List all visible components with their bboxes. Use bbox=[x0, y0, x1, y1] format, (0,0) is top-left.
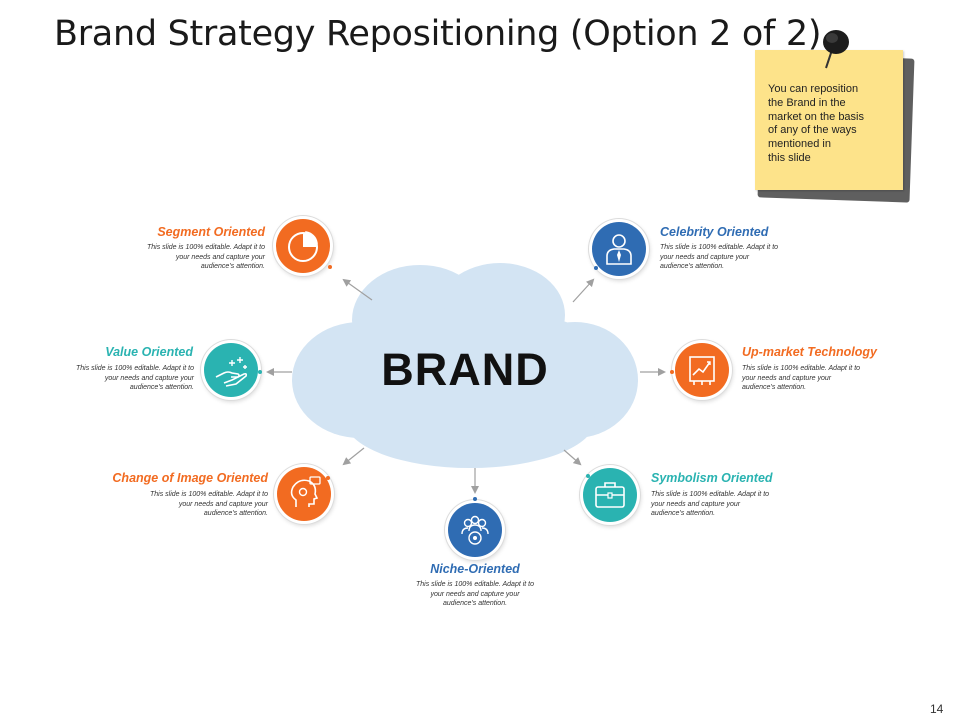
niche-dot bbox=[473, 497, 477, 501]
niche-desc: This slide is 100% editable. Adapt it to… bbox=[415, 581, 535, 607]
upmarket-desc: This slide is 100% editable. Adapt it to… bbox=[742, 365, 861, 391]
target-group-icon bbox=[461, 515, 489, 545]
segment-desc: This slide is 100% editable. Adapt it to… bbox=[146, 244, 265, 270]
upmarket-label: Up-market Technology bbox=[742, 345, 877, 359]
change-label: Change of Image Oriented bbox=[112, 471, 268, 485]
head-gears-icon bbox=[290, 476, 321, 507]
pie-chart-icon bbox=[288, 231, 318, 262]
arrow-segment bbox=[342, 278, 373, 301]
slide-title: Brand Strategy Repositioning (Option 2 o… bbox=[54, 14, 822, 54]
celebrity-desc: This slide is 100% editable. Adapt it to… bbox=[660, 244, 779, 270]
briefcase-icon bbox=[595, 482, 625, 508]
value-label: Value Oriented bbox=[105, 345, 193, 359]
celebrity-node bbox=[592, 222, 646, 276]
upmarket-node bbox=[675, 343, 729, 397]
arrow-change bbox=[342, 447, 365, 466]
growth-chart-icon bbox=[689, 356, 715, 385]
symbolism-dot bbox=[586, 474, 590, 478]
push-pin-icon bbox=[823, 30, 849, 69]
value-node bbox=[204, 343, 258, 397]
hand-stars-icon bbox=[215, 357, 248, 387]
niche-node bbox=[448, 503, 502, 557]
change-dot bbox=[326, 476, 330, 480]
page-number: 14 bbox=[930, 702, 944, 716]
segment-node bbox=[276, 219, 330, 273]
celebrity-dot bbox=[594, 266, 598, 270]
segment-label: Segment Oriented bbox=[157, 225, 265, 239]
brand-label: BRAND bbox=[381, 344, 549, 395]
sticky-note-text: You can reposition the Brand in the mark… bbox=[768, 83, 864, 164]
symbolism-label: Symbolism Oriented bbox=[651, 471, 773, 485]
arrow-symbolism bbox=[563, 449, 582, 466]
niche-label: Niche-Oriented bbox=[430, 562, 520, 576]
arrow-celebrity bbox=[572, 278, 595, 303]
value-dot bbox=[258, 370, 262, 374]
upmarket-dot bbox=[670, 370, 674, 374]
businessman-icon bbox=[606, 234, 632, 265]
celebrity-label: Celebrity Oriented bbox=[660, 225, 769, 239]
sticky-note bbox=[755, 50, 903, 190]
change-desc: This slide is 100% editable. Adapt it to… bbox=[149, 491, 268, 517]
segment-dot bbox=[328, 265, 332, 269]
brand-cloud bbox=[292, 263, 638, 468]
change-node bbox=[277, 467, 331, 521]
value-desc: This slide is 100% editable. Adapt it to… bbox=[75, 365, 194, 391]
symbolism-node bbox=[583, 468, 637, 522]
symbolism-desc: This slide is 100% editable. Adapt it to… bbox=[651, 491, 770, 517]
